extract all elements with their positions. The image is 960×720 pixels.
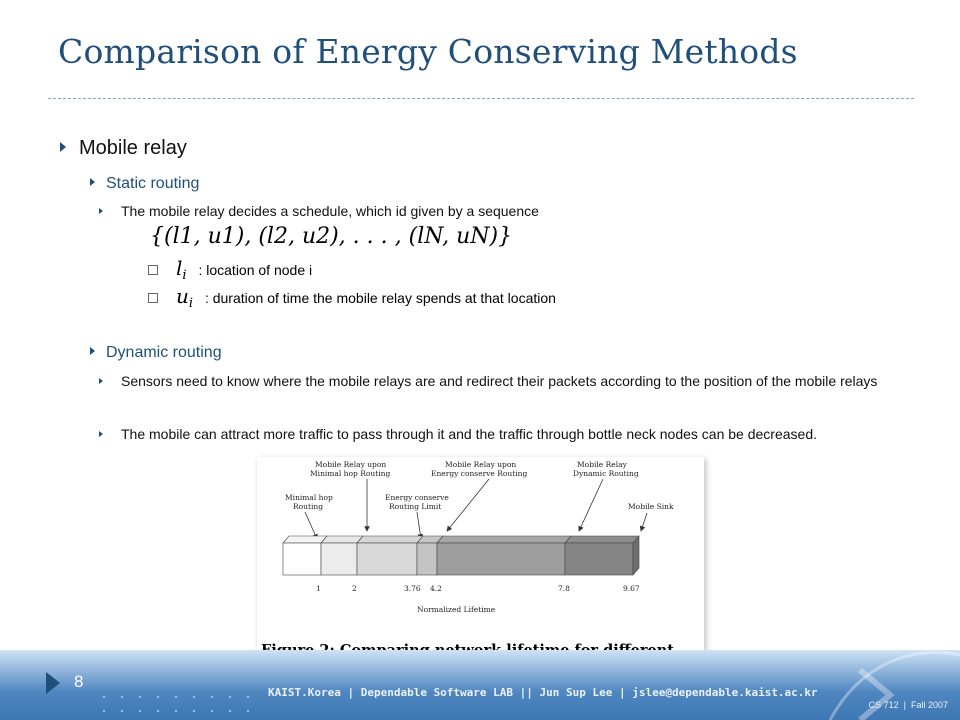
bullet-mobile-relay: Mobile relay bbox=[60, 137, 187, 160]
u-symbol: u bbox=[176, 284, 189, 308]
bullet-text: Dynamic routing bbox=[106, 344, 222, 361]
svg-text:1 2 3.76 4.2: 1 2 3.76 4.2 7.8 9.67 Normalized Lifetim… bbox=[316, 584, 642, 614]
bar-segment-5 bbox=[436, 542, 566, 576]
label-mobile-sink: Mobile Sink bbox=[628, 502, 674, 511]
label-energy-limit-2: Routing Limit bbox=[389, 502, 441, 511]
course-info: CS 712 | Fall 2007 bbox=[869, 700, 948, 710]
bar-top-5 bbox=[436, 535, 572, 544]
bar-segment-4 bbox=[416, 542, 438, 576]
slide-title: Comparison of Energy Conserving Methods bbox=[58, 32, 798, 71]
tick-4: 4.2 bbox=[430, 584, 442, 593]
definition-u: ui : duration of time the mobile relay s… bbox=[148, 284, 556, 311]
bar-side bbox=[632, 535, 640, 576]
checkbox-bullet-icon bbox=[148, 265, 158, 276]
course-term: Fall 2007 bbox=[910, 700, 948, 710]
definition-l: li : location of node i bbox=[148, 256, 312, 283]
bullet-arrow-icon bbox=[60, 141, 66, 152]
bullet-arrow-icon bbox=[90, 346, 95, 355]
tick-3: 3.76 bbox=[404, 584, 421, 593]
course-code: CS 712 bbox=[868, 700, 899, 710]
bar-top-2 bbox=[320, 535, 364, 544]
tick-1: 1 bbox=[316, 584, 321, 593]
label-relay-energy-2: Energy conserve Routing bbox=[431, 469, 527, 478]
bar-segment-1 bbox=[282, 542, 322, 576]
bullet-text: The mobile relay decides a schedule, whi… bbox=[121, 203, 539, 219]
bar-segment-2 bbox=[320, 542, 358, 576]
footer-dots-pattern bbox=[95, 690, 255, 720]
label-relay-energy-1: Mobile Relay upon bbox=[445, 460, 516, 469]
x-axis-label: Normalized Lifetime bbox=[417, 605, 496, 614]
checkbox-bullet-icon bbox=[148, 293, 158, 304]
page-number: 8 bbox=[74, 672, 84, 691]
bullet-arrow-icon bbox=[99, 431, 103, 437]
label-relay-dynamic-2: Dynamic Routing bbox=[573, 469, 639, 478]
bullet-text: Static routing bbox=[106, 175, 200, 192]
label-relay-minimal-hop-1: Mobile Relay upon bbox=[315, 460, 386, 469]
l-subscript: i bbox=[182, 267, 187, 283]
u-subscript: i bbox=[188, 295, 194, 311]
footer-swoosh-icon bbox=[828, 651, 960, 720]
title-divider bbox=[48, 98, 914, 99]
l-definition: : location of node i bbox=[198, 262, 313, 278]
bar-segment-3 bbox=[356, 542, 418, 576]
bullet-dynamic-routing: Dynamic routing bbox=[90, 344, 222, 362]
bar-segment-6 bbox=[564, 542, 634, 576]
dynamic-routing-item-1: Sensors need to know where the mobile re… bbox=[99, 371, 911, 392]
tick-6: 9.67 bbox=[623, 584, 640, 593]
tick-5: 7.8 bbox=[558, 584, 570, 593]
sequence-formula: {(l1, u1), (l2, u2), . . . , (lN, uN)} bbox=[150, 224, 513, 249]
bar-top-1 bbox=[282, 535, 328, 544]
bullet-static-routing: Static routing bbox=[90, 175, 199, 193]
footer-credits: KAIST.Korea | Dependable Software LAB ||… bbox=[268, 686, 818, 699]
bullet-arrow-icon bbox=[99, 208, 103, 214]
label-relay-dynamic-1: Mobile Relay bbox=[577, 460, 628, 469]
u-definition: : duration of time the mobile relay spen… bbox=[204, 290, 556, 306]
bullet-text: The mobile can attract more traffic to p… bbox=[121, 426, 818, 442]
lifetime-bar-diagram: Mobile Relay upon Minimal hop Routing Mo… bbox=[282, 460, 674, 614]
play-arrow-icon bbox=[46, 672, 60, 694]
svg-text:Mobile Relay upon Minima: Mobile Relay upon Minimal hop Routing Mo… bbox=[285, 460, 674, 511]
bullet-arrow-icon bbox=[99, 378, 103, 384]
bullet-text: Sensors need to know where the mobile re… bbox=[121, 373, 878, 389]
course-separator: | bbox=[903, 700, 906, 710]
label-minimal-hop-2: Routing bbox=[293, 502, 323, 511]
label-minimal-hop-1: Minimal hop bbox=[285, 493, 333, 502]
bar-top-3 bbox=[356, 535, 424, 544]
bar-top-6 bbox=[564, 535, 640, 544]
tick-2: 2 bbox=[352, 584, 357, 593]
label-relay-minimal-hop-2: Minimal hop Routing bbox=[310, 469, 390, 478]
label-energy-limit-1: Energy conserve bbox=[385, 493, 449, 502]
dynamic-routing-item-2: The mobile can attract more traffic to p… bbox=[99, 424, 911, 445]
static-routing-detail: The mobile relay decides a schedule, whi… bbox=[99, 201, 911, 222]
bullet-text: Mobile relay bbox=[79, 137, 187, 159]
bullet-arrow-icon bbox=[90, 177, 95, 186]
l-symbol: l bbox=[176, 256, 183, 280]
